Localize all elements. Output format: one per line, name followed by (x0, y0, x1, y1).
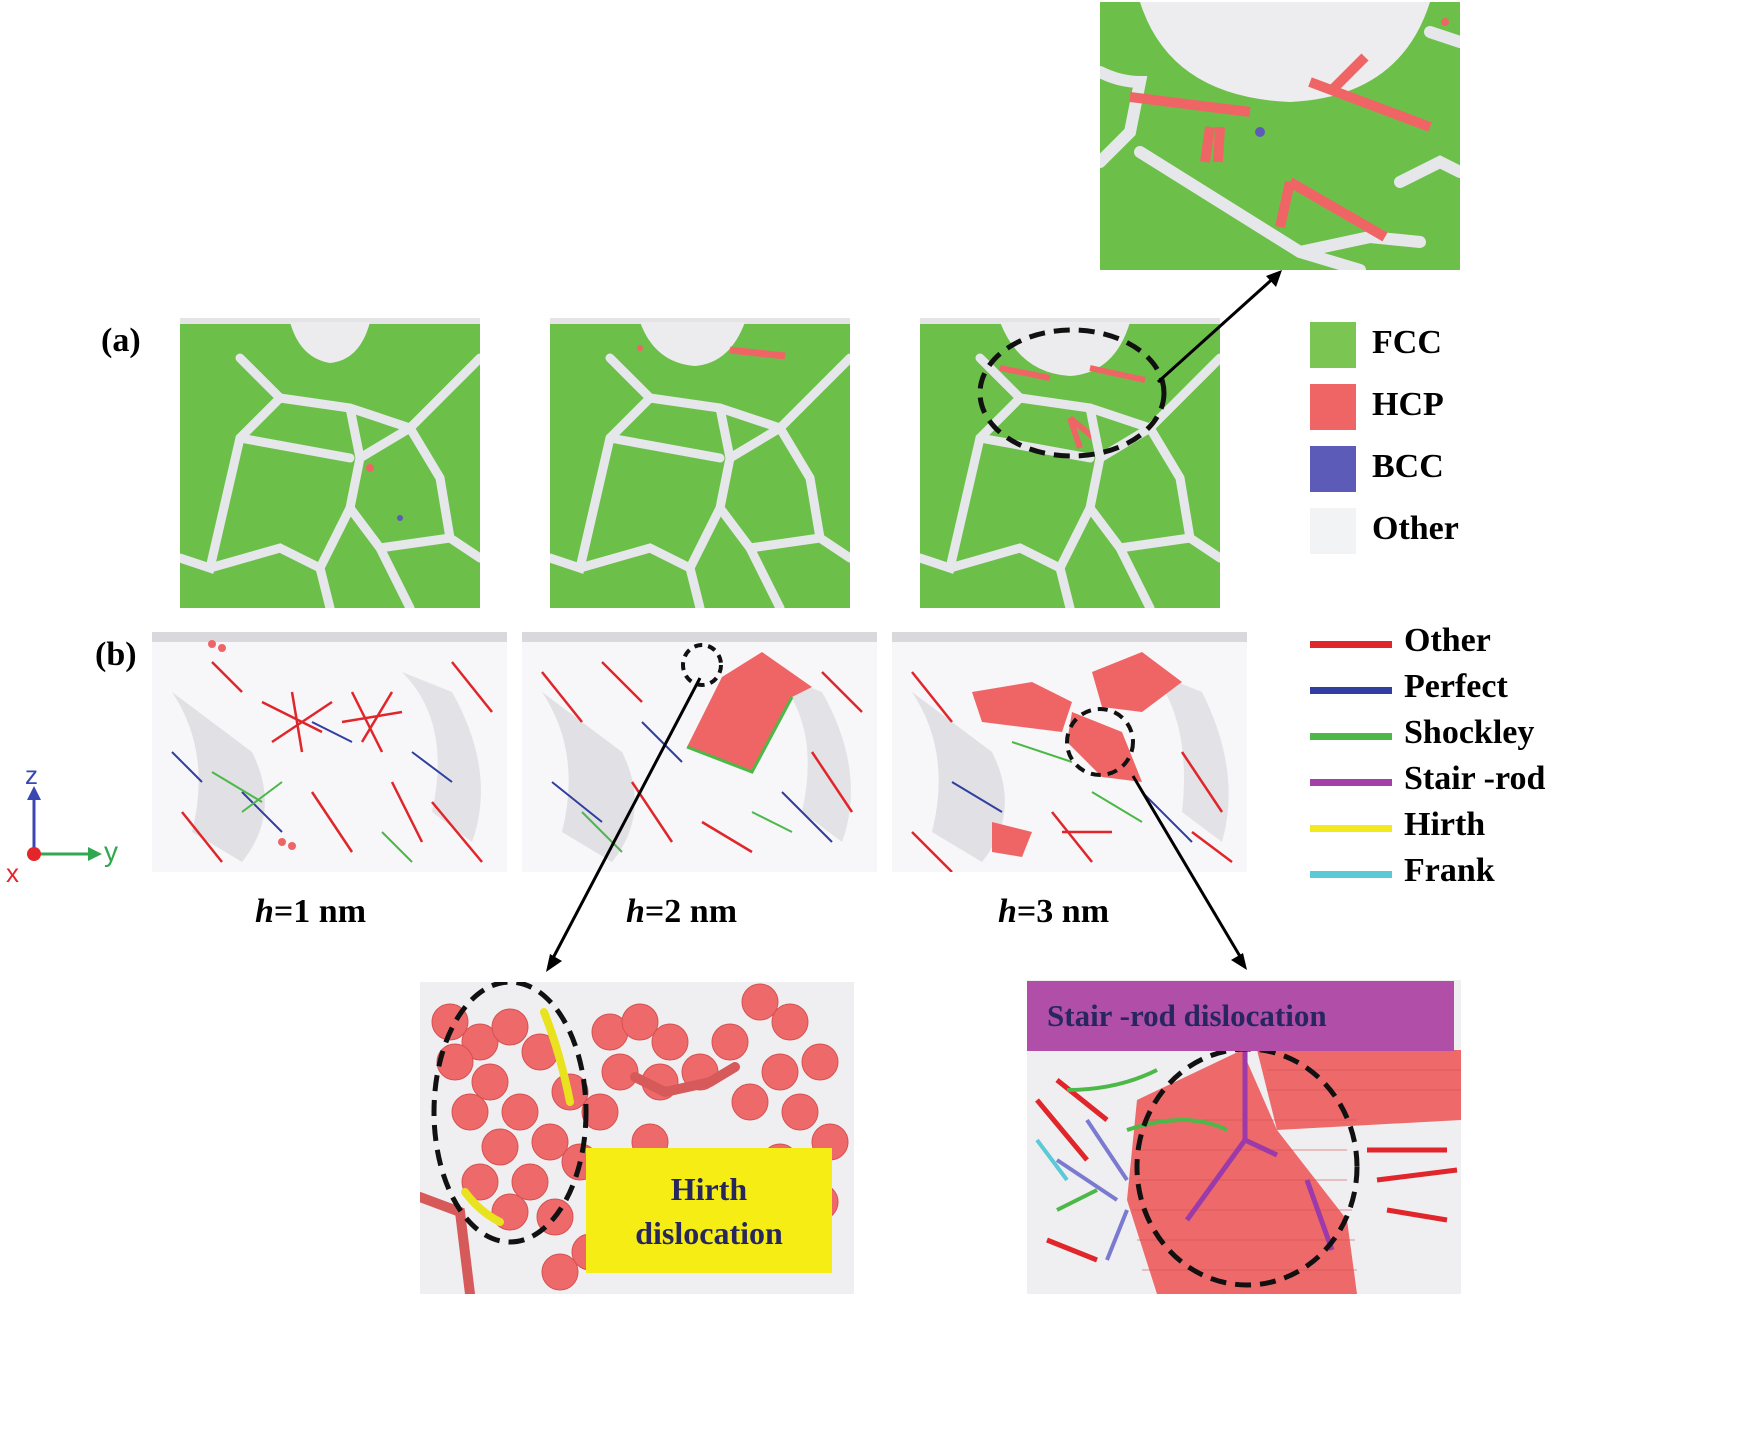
legend-label-frank: Frank (1404, 852, 1495, 889)
legend-line-shockley (1310, 733, 1392, 740)
zoom-inset-grain (1100, 2, 1460, 270)
legend-line-hirth (1310, 825, 1392, 832)
depth-value-h2: =2 nm (644, 893, 738, 930)
hirth-callout-text: Hirth dislocation (635, 1170, 783, 1251)
zoom-arrow-a (1156, 270, 1282, 384)
legend-swatch-fcc (1310, 322, 1356, 368)
stair-rod-inset: Stair -rod dislocation (1027, 980, 1461, 1294)
dislocation-panel-h3 (892, 632, 1247, 872)
axis-label-x: x (6, 858, 19, 888)
stair-rod-callout-text: Stair -rod dislocation (1047, 998, 1327, 1033)
depth-label-h1: h=1 nm (255, 893, 366, 931)
axis-label-z: z (25, 760, 38, 790)
depth-value-h3: =3 nm (1016, 893, 1110, 930)
legend-label-shockley: Shockley (1404, 714, 1535, 751)
legend-label-stair-rod: Stair -rod (1404, 760, 1546, 797)
legend-label-dis-other: Other (1404, 622, 1491, 659)
dislocation-panel-h2 (522, 632, 877, 872)
panel-label-a: (a) (101, 322, 141, 359)
depth-label-h2: h=2 nm (626, 893, 737, 931)
legend-line-perfect (1310, 687, 1392, 694)
grain-map-h2 (550, 318, 850, 608)
axis-label-y: y (104, 836, 118, 867)
depth-var-h3: h (998, 893, 1017, 930)
legend-label-hirth: Hirth (1404, 806, 1486, 843)
zoom-arrow-b-right (1131, 775, 1247, 970)
legend-swatch-bcc (1310, 446, 1356, 492)
depth-label-h3: h=3 nm (998, 893, 1109, 931)
zoom-arrow-b-left (546, 677, 702, 972)
legend-line-frank (1310, 871, 1392, 878)
legend-swatch-hcp (1310, 384, 1356, 430)
legend-label-bcc: BCC (1372, 448, 1444, 485)
dislocation-panel-h1 (152, 632, 507, 872)
grain-map-h1 (180, 318, 480, 608)
legend-label-hcp: HCP (1372, 386, 1444, 423)
legend-label-other: Other (1372, 510, 1459, 547)
depth-var-h2: h (626, 893, 645, 930)
hirth-callout: Hirth dislocation (586, 1148, 832, 1273)
axis-triad (27, 786, 102, 861)
dislocation-legend: Other Perfect Shockley Stair -rod Hirth … (1310, 622, 1610, 892)
hirth-inset: Hirth dislocation (420, 982, 854, 1294)
structure-legend: FCC HCP BCC Other (1310, 320, 1570, 560)
legend-line-stair-rod (1310, 779, 1392, 786)
depth-var-h1: h (255, 893, 274, 930)
legend-line-other (1310, 641, 1392, 648)
legend-label-fcc: FCC (1372, 324, 1442, 361)
depth-value-h1: =1 nm (273, 893, 367, 930)
legend-swatch-other (1310, 508, 1356, 554)
stair-rod-callout: Stair -rod dislocation (1027, 981, 1454, 1051)
legend-label-perfect: Perfect (1404, 668, 1508, 705)
panel-label-b: (b) (95, 636, 137, 673)
